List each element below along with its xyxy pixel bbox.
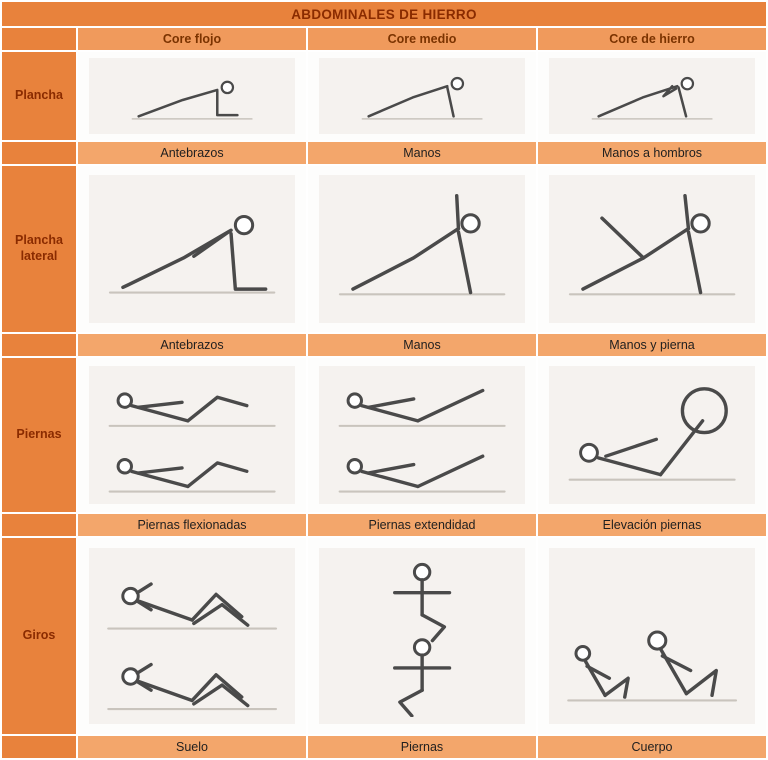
- corner-cell: [2, 28, 76, 50]
- caption-plancha-core-medio: Manos: [308, 142, 536, 164]
- cell-plancha-lateral-core-flojo: [78, 166, 306, 332]
- page-title: ABDOMINALES DE HIERRO: [2, 2, 766, 26]
- leg-rotation-twist-illustration: [392, 562, 452, 718]
- cell-giros-core-medio: [308, 538, 536, 734]
- hollow-hold-straight-legs-illustration: [338, 388, 506, 493]
- caption-plancha-core-de-hierro: Manos a hombros: [538, 142, 766, 164]
- hands-plank-illustration: [361, 77, 483, 121]
- hollow-hold-bent-knees-illustration: [108, 392, 276, 493]
- cell-piernas-core-medio: [308, 358, 536, 512]
- caption-plancha-lateral-core-de-hierro: Manos y pierna: [538, 334, 766, 356]
- hand-to-shoulder-plank-illustration: [591, 77, 713, 121]
- row-label-plancha: Plancha: [2, 52, 76, 140]
- cell-piernas-core-de-hierro: [538, 358, 766, 512]
- caption-corner-piernas: [2, 514, 76, 536]
- cell-plancha-core-de-hierro: [538, 52, 766, 140]
- caption-plancha-lateral-core-flojo: Antebrazos: [78, 334, 306, 356]
- forearm-plank-illustration: [131, 81, 253, 121]
- cell-plancha-core-medio: [308, 52, 536, 140]
- caption-giros-core-de-hierro: Cuerpo: [538, 736, 766, 758]
- side-plank-star-illustration: [568, 193, 736, 296]
- caption-giros-core-flojo: Suelo: [78, 736, 306, 758]
- cell-piernas-core-flojo: [78, 358, 306, 512]
- caption-plancha-lateral-core-medio: Manos: [308, 334, 536, 356]
- caption-piernas-core-flojo: Piernas flexionadas: [78, 514, 306, 536]
- column-header-core-flojo: Core flojo: [78, 28, 306, 50]
- caption-corner-plancha-lateral: [2, 334, 76, 356]
- floor-twist-crunch-illustration: [107, 582, 277, 710]
- caption-corner-plancha: [2, 142, 76, 164]
- side-plank-forearm-illustration: [108, 214, 276, 294]
- column-header-core-medio: Core medio: [308, 28, 536, 50]
- caption-piernas-core-medio: Piernas extendidad: [308, 514, 536, 536]
- row-label-plancha-lateral: Plancha lateral: [2, 166, 76, 332]
- cell-plancha-core-flojo: [78, 52, 306, 140]
- row-label-giros: Giros: [2, 538, 76, 734]
- cell-plancha-lateral-core-de-hierro: [538, 166, 766, 332]
- cell-plancha-lateral-core-medio: [308, 166, 536, 332]
- row-label-piernas: Piernas: [2, 358, 76, 512]
- caption-piernas-core-de-hierro: Elevación piernas: [538, 514, 766, 536]
- caption-plancha-core-flojo: Antebrazos: [78, 142, 306, 164]
- column-header-core-de-hierro: Core de hierro: [538, 28, 766, 50]
- side-plank-hand-arm-up-illustration: [338, 193, 506, 296]
- cell-giros-core-flojo: [78, 538, 306, 734]
- leg-raise-with-ring-illustration: [568, 387, 736, 481]
- cell-giros-core-de-hierro: [538, 538, 766, 734]
- seated-body-twist-illustration: [567, 630, 737, 702]
- caption-corner-giros: [2, 736, 76, 758]
- caption-giros-core-medio: Piernas: [308, 736, 536, 758]
